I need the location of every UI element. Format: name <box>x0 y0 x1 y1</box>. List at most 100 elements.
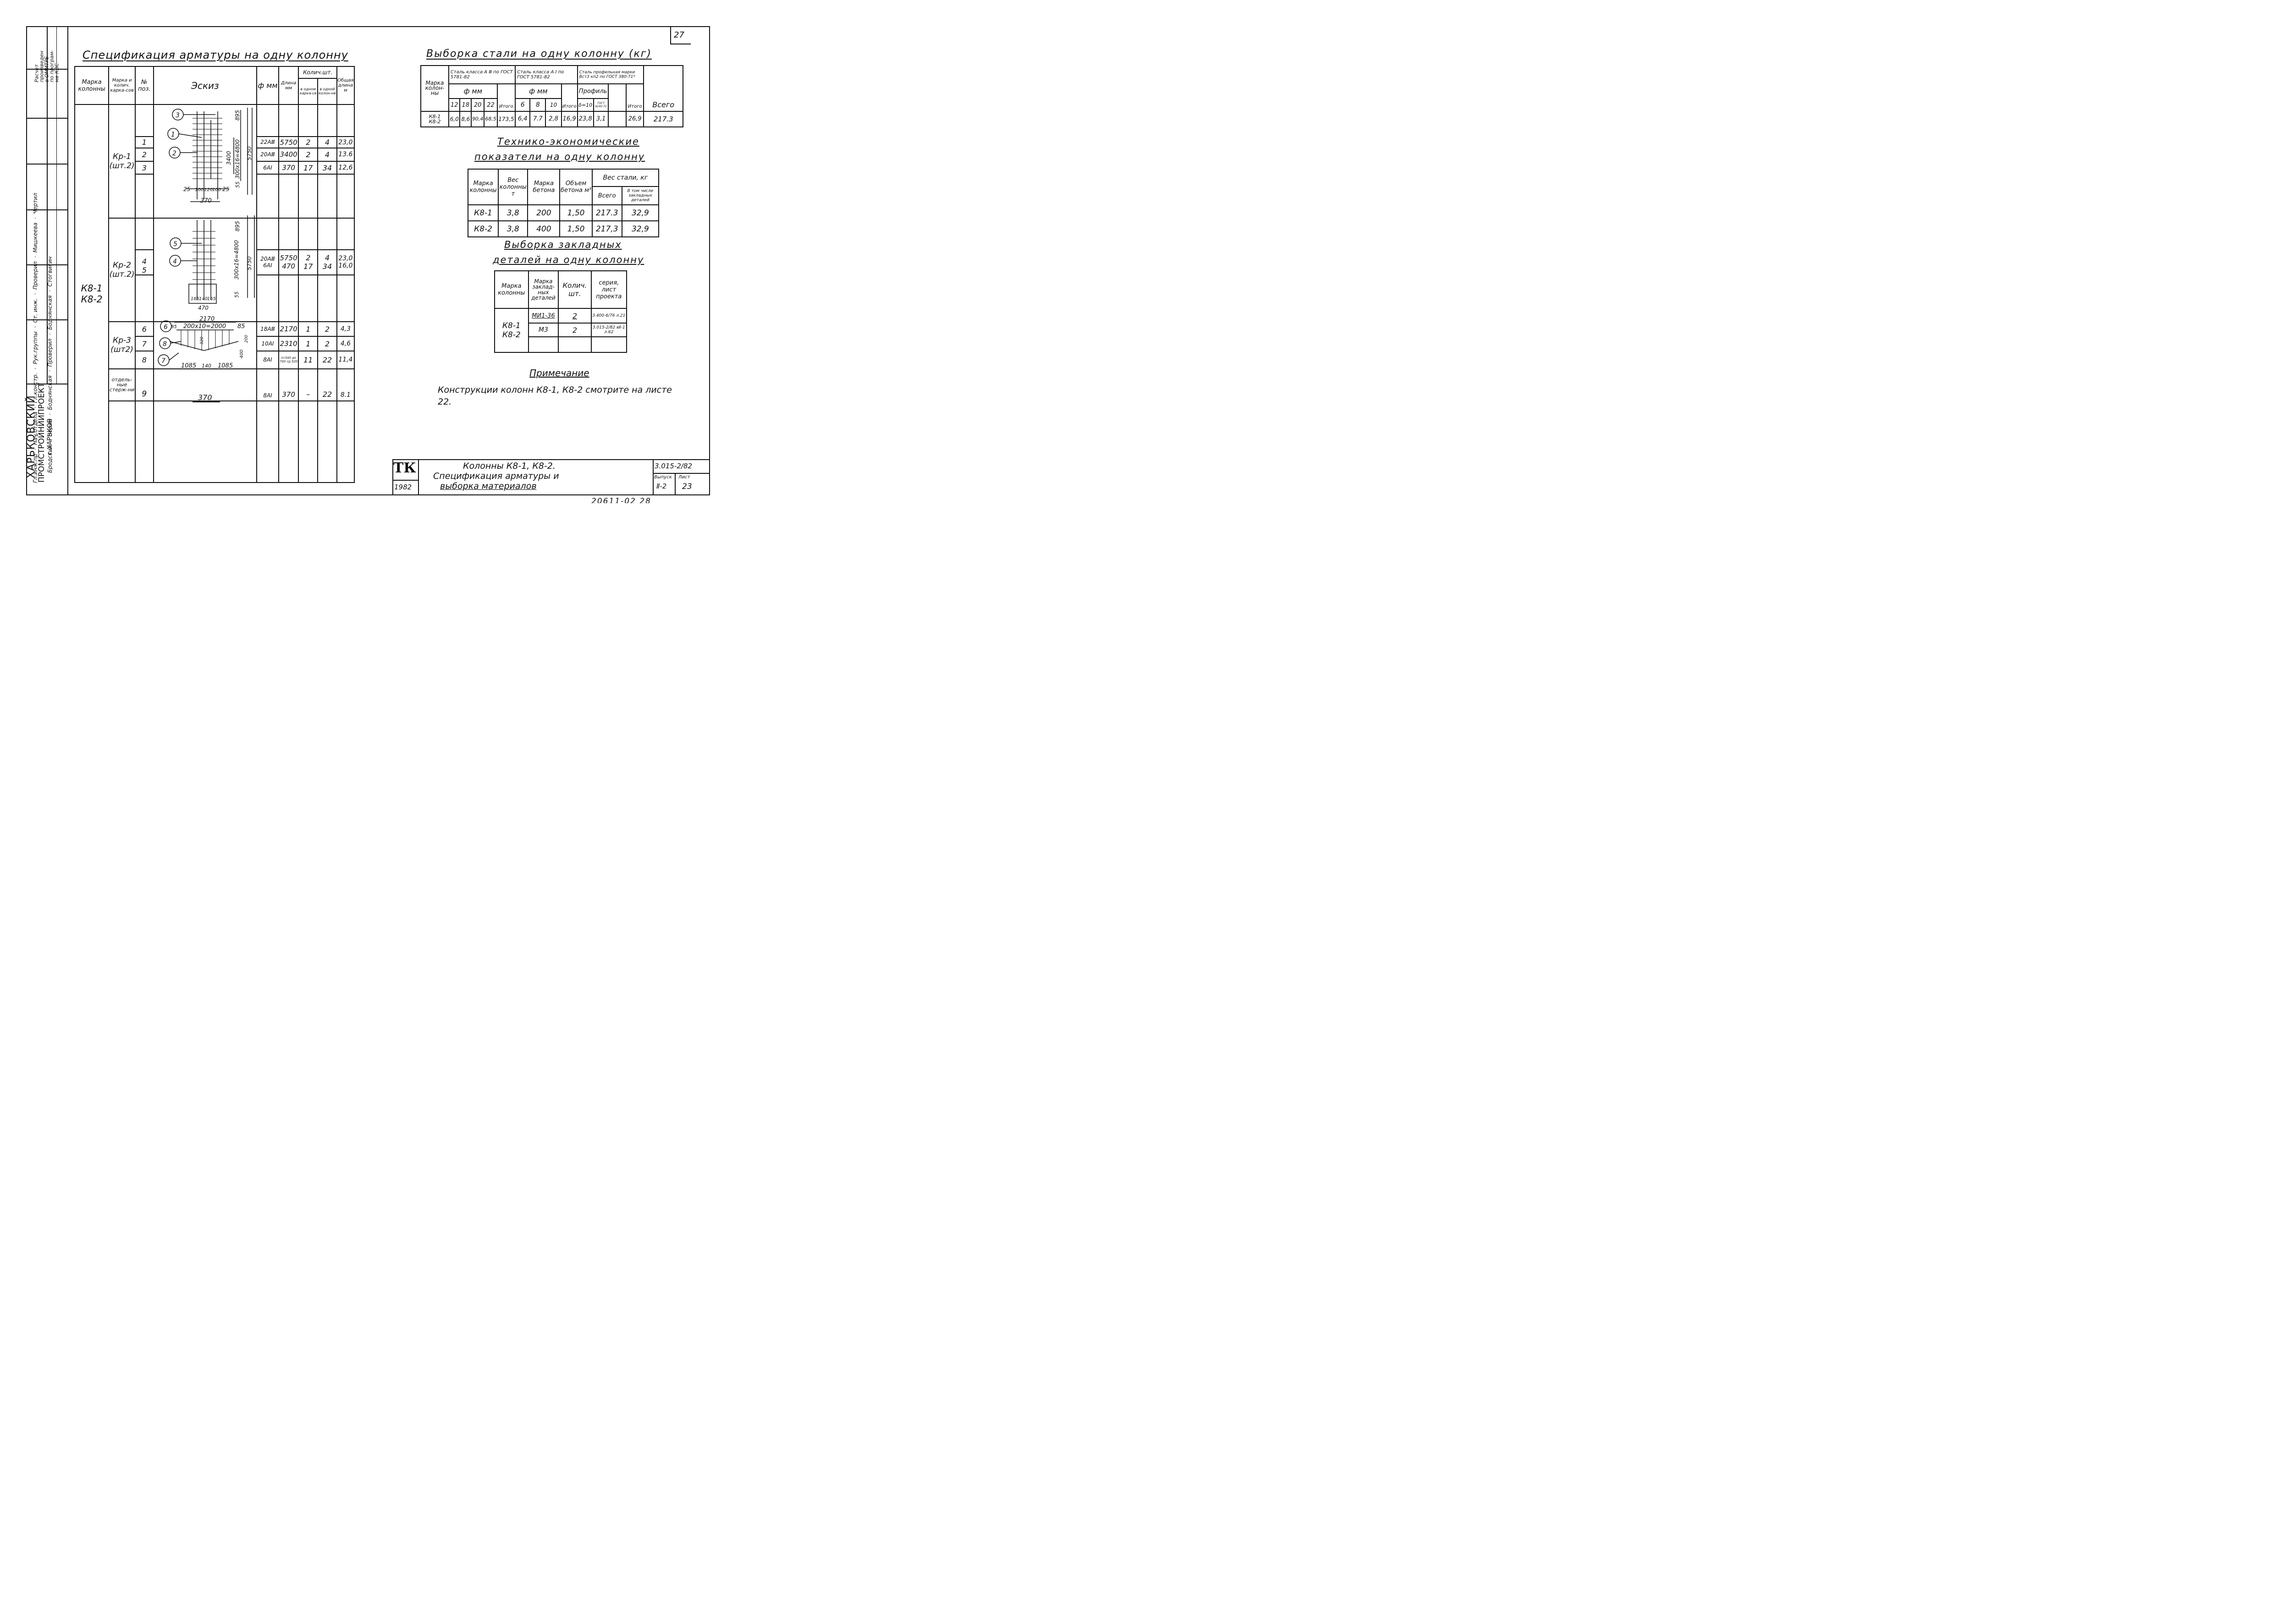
h-total: Общая длина м <box>336 66 355 105</box>
table-row: 3 6АI 370 17 34 12,6 <box>75 160 355 175</box>
margin-stamp: Расчет произведен в ОМИТРЕ по програм- м… <box>26 26 68 495</box>
embed-table: Марка колонны Марка заклад-ных деталей К… <box>494 270 628 353</box>
callout-1: 1 <box>171 131 175 138</box>
page-number: 27 <box>674 30 684 40</box>
svg-text:25: 25 <box>183 186 190 192</box>
callout-4: 4 <box>173 258 177 265</box>
h-mark-frame: Марка и колич. карка-сов <box>108 66 136 105</box>
svg-text:300x16=4800: 300x16=4800 <box>234 139 241 179</box>
tech-title-2: показатели на одну колонну <box>474 151 645 162</box>
h-dia: ф мм <box>256 66 279 105</box>
svg-text:5750: 5750 <box>246 256 253 270</box>
svg-text:1085: 1085 <box>181 362 196 369</box>
tk-logo: ТК <box>393 460 416 476</box>
footer-number: 20611-02 28 <box>591 497 651 503</box>
svg-text:400: 400 <box>239 350 244 358</box>
rod9-length: 370 <box>198 393 212 402</box>
year: 1982 <box>394 483 412 491</box>
svg-text:85: 85 <box>237 323 245 330</box>
svg-text:5750: 5750 <box>246 146 253 160</box>
issue: Ⅱ-2 <box>656 482 667 490</box>
desc-2: Спецификация арматуры и <box>433 471 559 481</box>
svg-text:165: 165 <box>207 296 216 302</box>
h-len: Длина мм <box>278 66 299 105</box>
svg-text:200: 200 <box>244 335 249 343</box>
tech-title-1: Технико-экономические <box>497 136 639 147</box>
drawing-frame <box>26 26 710 495</box>
frame-kr1: Кр-1(шт.2) <box>108 104 136 219</box>
svg-text:100: 100 <box>212 187 221 192</box>
sketch-kr2-labels: 5 4 165 140 165 470 300x16=4800 895 5750… <box>173 221 253 311</box>
sheet: 23 <box>682 482 692 491</box>
h-sketch: Эскиз <box>153 66 258 105</box>
svg-text:140: 140 <box>202 363 211 369</box>
table-row: отдель-ные стерж-ни 9 8АI 370 – 22 8.1 <box>75 368 355 401</box>
table-row: 2 20АⅢ 3400 2 4 13.6 <box>75 147 355 162</box>
h-qty-frame: в одном карка-се <box>298 77 319 105</box>
svg-text:895: 895 <box>234 221 241 231</box>
sheet-label: Лист <box>678 475 690 480</box>
svg-text:25: 25 <box>222 186 229 192</box>
callout-2: 2 <box>172 150 176 157</box>
steel-title: Выборка стали на одну колонну (кг) <box>426 48 652 60</box>
svg-text:300x16=4800: 300x16=4800 <box>233 240 240 280</box>
callout-6: 6 <box>164 324 168 331</box>
svg-text:2170: 2170 <box>199 316 215 323</box>
callout-8: 8 <box>163 340 167 348</box>
spec-title: Спецификация арматуры на одну колонну <box>83 49 348 61</box>
sketch-rod9 <box>153 368 258 401</box>
sketch-kr2 <box>153 218 258 323</box>
table-row: 7 10АI 2310 1 2 4,6 <box>75 336 355 352</box>
svg-text:320: 320 <box>200 337 204 345</box>
issue-label: Выпуск <box>654 475 672 480</box>
svg-text:55: 55 <box>234 291 240 298</box>
note-text: Конструкции колонн К8-1, К8-2 смотрите н… <box>438 385 672 407</box>
page-number-box <box>670 26 691 44</box>
sketch-kr2-drawing <box>169 215 255 304</box>
table-row: М3 2 3.015-2/82 вⅡ-1 л.62 <box>495 323 628 337</box>
embed-title-1: Выборка закладных <box>504 239 622 250</box>
desc-3: выборка материалов <box>440 481 537 491</box>
sketch-kr3-labels: 6 8 7 2170 200x10=2000 85 85 1085 140 10… <box>161 316 249 369</box>
svg-text:200x10=2000: 200x10=2000 <box>183 323 226 330</box>
steel-table: Марка колон-ны Сталь класса А Ⅲ по ГОСТ … <box>420 65 683 128</box>
h-qty-col: в одной колон-не <box>317 77 337 105</box>
svg-text:100: 100 <box>195 187 204 192</box>
sketch-kr1-drawing <box>167 108 253 202</box>
svg-text:1085: 1085 <box>218 362 233 369</box>
callout-3: 3 <box>176 112 180 119</box>
svg-text:165: 165 <box>191 296 199 302</box>
h-qty: Колич.шт. <box>298 66 337 79</box>
sketches-layer: 3 1 2 25 100 120 100 25 370 3400 300x16=… <box>158 108 255 402</box>
svg-text:120: 120 <box>204 187 213 192</box>
h-mark-col: Марка колонны <box>74 66 110 105</box>
table-row: 8 8АI от340 до 700 ср.520 11 22 11,4 <box>75 351 355 369</box>
spec-table: Марка колонны Марка и колич. карка-сов №… <box>74 66 355 483</box>
table-row: Кр-3(шт2) 6 18АⅢ 2170 1 2 4,3 <box>75 321 355 369</box>
svg-text:895: 895 <box>234 110 241 121</box>
note-title: Примечание <box>529 368 589 379</box>
doc-code: 3.015-2/82 <box>655 462 693 470</box>
embed-title-2: деталей на одну колонну <box>493 254 644 265</box>
desc-1: Колонны К8-1, К8-2. <box>463 461 556 471</box>
callout-5: 5 <box>173 241 177 248</box>
sketch-kr3-drawing <box>158 320 239 366</box>
svg-text:370: 370 <box>200 198 212 204</box>
frame-kr3: Кр-3(шт2) <box>108 321 136 369</box>
frame-kr2: Кр-2(шт.2) <box>108 218 136 323</box>
sketch-kr1 <box>153 104 258 219</box>
svg-text:55: 55 <box>235 181 241 188</box>
title-block <box>392 459 710 495</box>
svg-text:3400: 3400 <box>226 151 232 165</box>
h-pos: № поз. <box>134 66 154 105</box>
callout-7: 7 <box>161 357 165 365</box>
svg-text:470: 470 <box>198 305 209 311</box>
svg-text:140: 140 <box>199 296 208 302</box>
sketch-kr1-labels: 3 1 2 25 100 120 100 25 370 3400 300x16=… <box>171 110 253 204</box>
